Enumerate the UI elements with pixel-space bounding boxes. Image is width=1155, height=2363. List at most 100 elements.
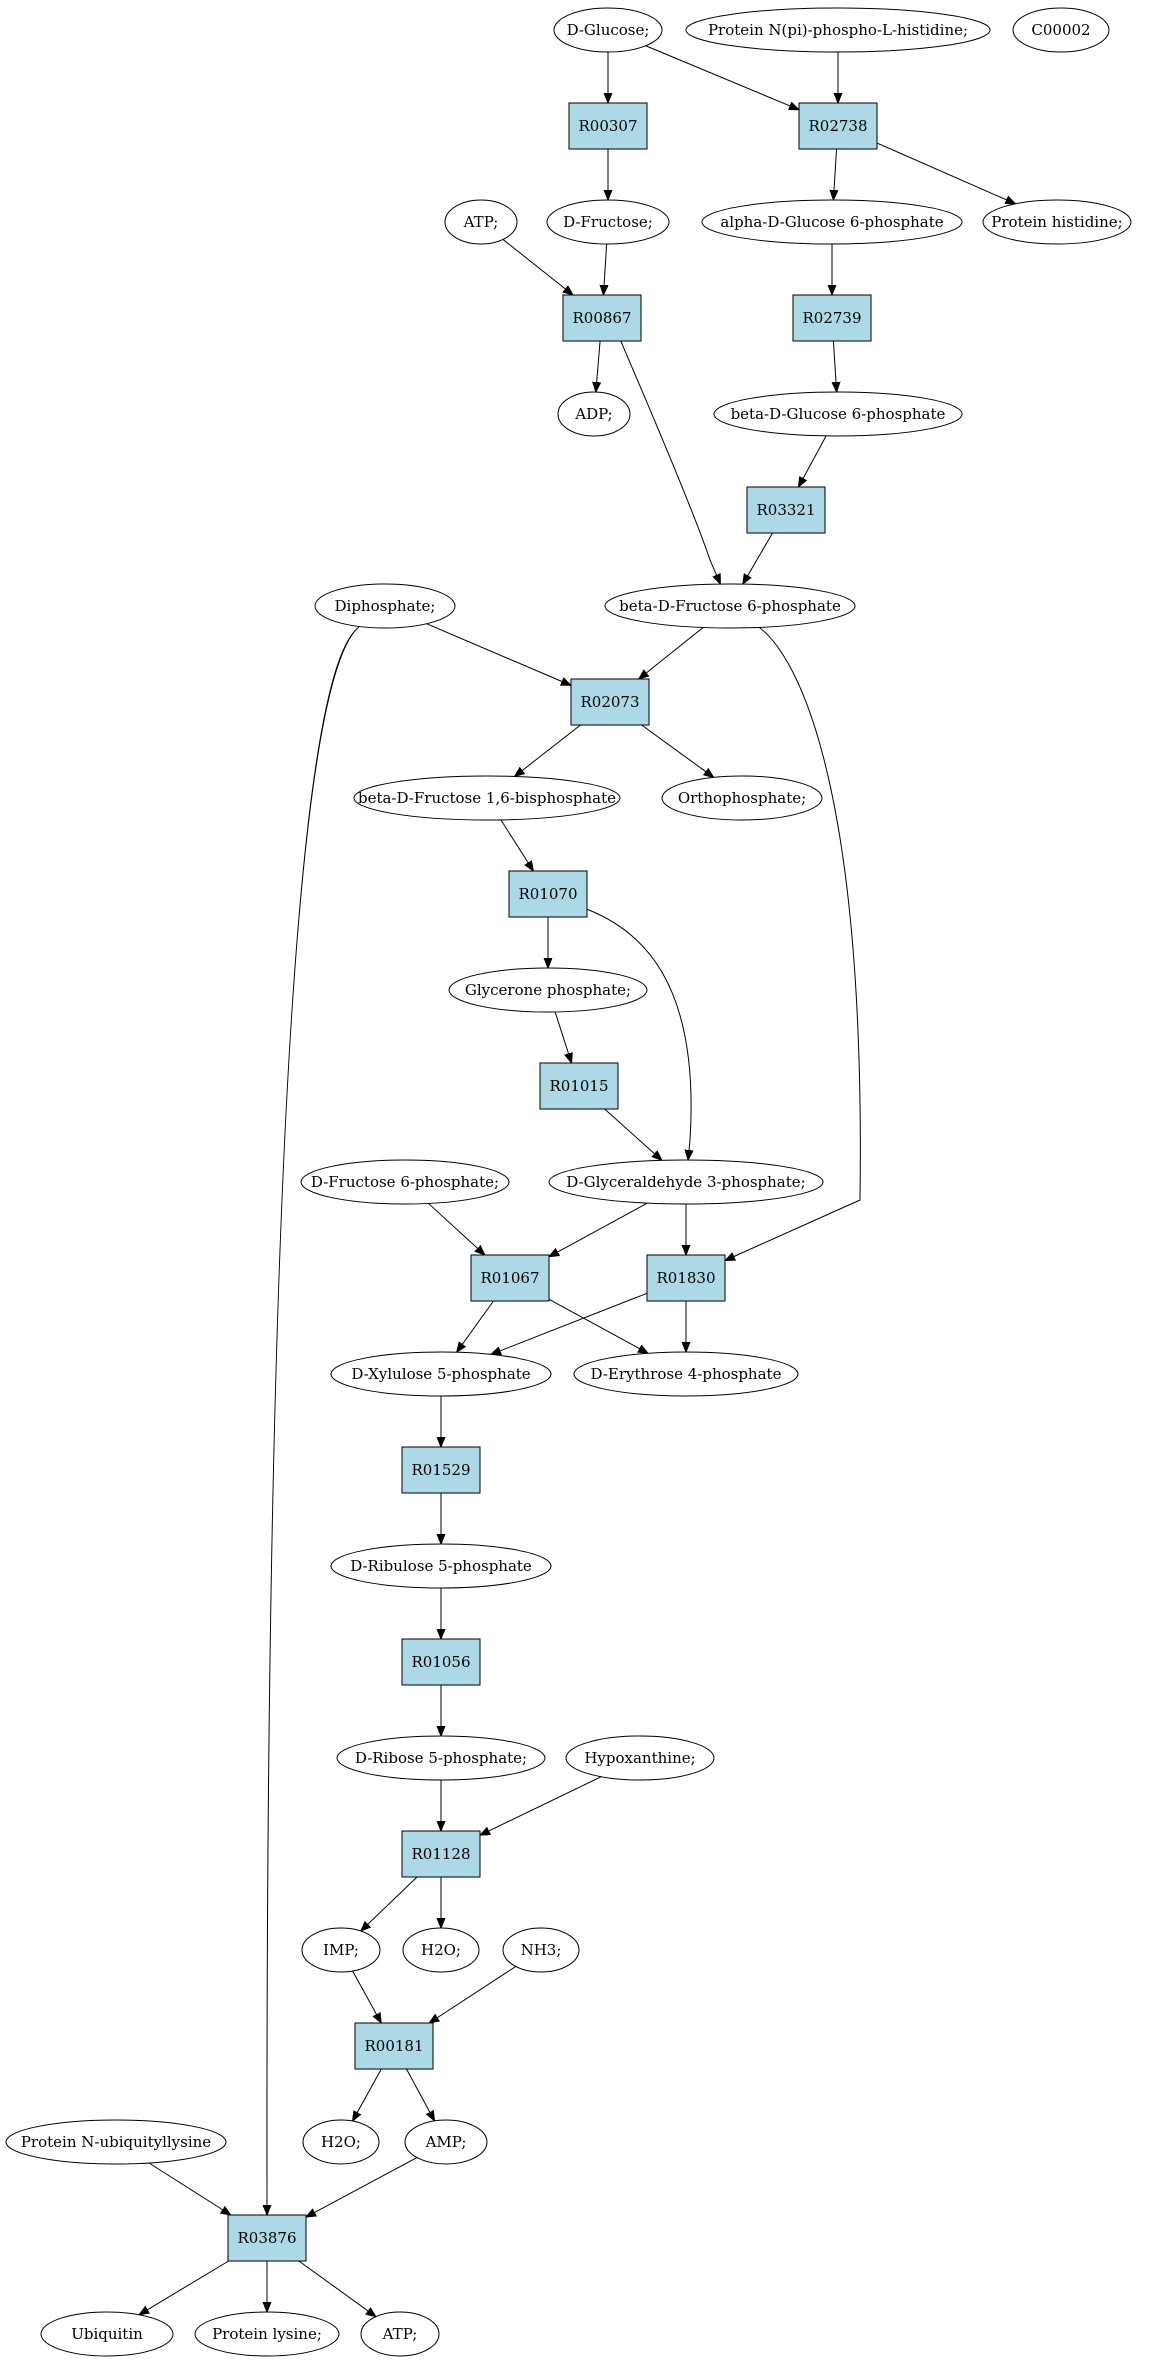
compound-node-h2o2[interactable]: H2O; — [302, 2119, 380, 2165]
compound-node-g3p[interactable]: D-Glyceraldehyde 3-phosphate; — [548, 1159, 824, 1205]
edge-bf6p-to-r02073 — [639, 627, 704, 679]
compound-node-dhap[interactable]: Glycerone phosphate; — [448, 967, 648, 1013]
compound-node-diph[interactable]: Diphosphate; — [314, 583, 456, 629]
node-label: D-Glyceraldehyde 3-phosphate; — [566, 1173, 805, 1191]
compound-ellipse — [336, 1735, 546, 1781]
node-label: R01070 — [518, 885, 577, 903]
compound-ellipse — [40, 2311, 174, 2357]
edge-r02738-to-phis — [876, 142, 1015, 204]
compound-node-pnph[interactable]: Protein N(pi)-phospho-L-histidine; — [685, 7, 991, 53]
compound-node-ag6p[interactable]: alpha-D-Glucose 6-phosphate — [701, 199, 963, 245]
node-label: ATP; — [382, 2325, 418, 2343]
reaction-node-r02073[interactable]: R02073 — [570, 678, 650, 726]
edge-dhap-to-r01015 — [554, 1011, 571, 1063]
edge-r02073-to-orthop — [641, 724, 714, 777]
compound-ellipse — [565, 1735, 715, 1781]
compound-node-phis[interactable]: Protein histidine; — [982, 199, 1132, 245]
compound-node-hypox[interactable]: Hypoxanthine; — [565, 1735, 715, 1781]
node-label: R01056 — [411, 1653, 470, 1671]
compound-node-imp[interactable]: IMP; — [301, 1927, 381, 1973]
reaction-node-r01056[interactable]: R01056 — [401, 1638, 481, 1686]
reaction-node-r01830[interactable]: R01830 — [646, 1254, 726, 1302]
node-label: R03321 — [756, 501, 815, 519]
edge-imp-to-r00181 — [352, 1970, 382, 2023]
node-label: R00867 — [572, 309, 631, 327]
edge-r02073-to-fbp — [515, 724, 581, 776]
node-label: H2O; — [421, 1941, 461, 1959]
node-label: Hypoxanthine; — [584, 1749, 695, 1767]
compound-ellipse — [353, 775, 621, 821]
compound-ellipse — [685, 7, 991, 53]
reaction-box — [227, 2214, 307, 2262]
reaction-box — [539, 1062, 619, 1110]
node-label: Protein lysine; — [212, 2325, 322, 2343]
compound-ellipse — [5, 2119, 227, 2165]
reaction-box — [646, 1254, 726, 1302]
node-label: R01830 — [656, 1269, 715, 1287]
compound-ellipse — [402, 1927, 480, 1973]
compound-node-bf6p[interactable]: beta-D-Fructose 6-phosphate — [604, 583, 856, 629]
reaction-node-r02738[interactable]: R02738 — [798, 102, 878, 150]
compound-node-adp[interactable]: ADP; — [557, 391, 631, 437]
compound-node-fru[interactable]: D-Fructose; — [546, 199, 670, 245]
compound-node-glc[interactable]: D-Glucose; — [553, 7, 663, 53]
edge-r01067-to-x5p — [457, 1300, 494, 1352]
reaction-box — [570, 678, 650, 726]
edge-r01067-to-e4p — [548, 1298, 648, 1353]
reaction-node-r00181[interactable]: R00181 — [354, 2022, 434, 2070]
edge-r00181-to-amp — [406, 2068, 434, 2121]
node-label: D-Glucose; — [567, 21, 650, 39]
compound-ellipse — [982, 199, 1132, 245]
edge-r03876-to-atp2 — [298, 2260, 376, 2317]
node-label: C00002 — [1031, 21, 1090, 39]
node-label: Orthophosphate; — [678, 789, 806, 807]
compound-ellipse — [404, 2119, 488, 2165]
reaction-node-r01529[interactable]: R01529 — [401, 1446, 481, 1494]
compound-node-atp2[interactable]: ATP; — [360, 2311, 440, 2357]
compound-ellipse — [713, 391, 963, 437]
node-label: NH3; — [521, 1941, 562, 1959]
reaction-node-r01070[interactable]: R01070 — [508, 870, 588, 918]
compound-node-atp1[interactable]: ATP; — [444, 199, 518, 245]
compound-node-plys[interactable]: Protein lysine; — [194, 2311, 340, 2357]
compound-node-x5p[interactable]: D-Xylulose 5-phosphate — [330, 1351, 552, 1397]
compound-node-r5p[interactable]: D-Ribose 5-phosphate; — [336, 1735, 546, 1781]
edge-r00181-to-h2o2 — [353, 2068, 382, 2121]
compound-node-nh3[interactable]: NH3; — [502, 1927, 580, 1973]
reaction-node-r03876[interactable]: R03876 — [227, 2214, 307, 2262]
node-label: D-Ribose 5-phosphate; — [355, 1749, 527, 1767]
compound-node-bg6p[interactable]: beta-D-Glucose 6-phosphate — [713, 391, 963, 437]
compound-node-ubq[interactable]: Ubiquitin — [40, 2311, 174, 2357]
reaction-node-r03321[interactable]: R03321 — [746, 486, 826, 534]
compound-node-c00002[interactable]: C00002 — [1012, 7, 1110, 53]
node-label: D-Fructose; — [563, 213, 653, 231]
reaction-box — [508, 870, 588, 918]
reaction-node-r01067[interactable]: R01067 — [470, 1254, 550, 1302]
reaction-node-r00307[interactable]: R00307 — [568, 102, 648, 150]
edge-r02738-to-ag6p — [833, 148, 836, 200]
compound-node-fbp[interactable]: beta-D-Fructose 1,6-bisphosphate — [353, 775, 621, 821]
reaction-node-r02739[interactable]: R02739 — [792, 294, 872, 342]
edge-amp-to-r03876 — [306, 2157, 418, 2218]
compound-ellipse — [194, 2311, 340, 2357]
compound-node-orthop[interactable]: Orthophosphate; — [661, 775, 823, 821]
compound-ellipse — [573, 1351, 799, 1397]
reaction-node-r01015[interactable]: R01015 — [539, 1062, 619, 1110]
node-label: beta-D-Fructose 1,6-bisphosphate — [358, 789, 616, 807]
compound-ellipse — [546, 199, 670, 245]
reaction-node-r00867[interactable]: R00867 — [562, 294, 642, 342]
node-label: D-Ribulose 5-phosphate — [350, 1557, 532, 1575]
compound-ellipse — [330, 1351, 552, 1397]
compound-node-pnub[interactable]: Protein N-ubiquityllysine — [5, 2119, 227, 2165]
edge-r00867-to-adp — [596, 340, 600, 392]
compound-node-ru5p[interactable]: D-Ribulose 5-phosphate — [330, 1543, 552, 1589]
compound-node-df6p[interactable]: D-Fructose 6-phosphate; — [300, 1159, 510, 1205]
compound-node-amp[interactable]: AMP; — [404, 2119, 488, 2165]
compound-node-h2o1[interactable]: H2O; — [402, 1927, 480, 1973]
reaction-node-r01128[interactable]: R01128 — [401, 1830, 481, 1878]
edge-r01070-to-g3p — [586, 908, 691, 1160]
node-label: beta-D-Fructose 6-phosphate — [619, 597, 841, 615]
compound-node-e4p[interactable]: D-Erythrose 4-phosphate — [573, 1351, 799, 1397]
edge-hypox-to-r01128 — [480, 1776, 602, 1835]
